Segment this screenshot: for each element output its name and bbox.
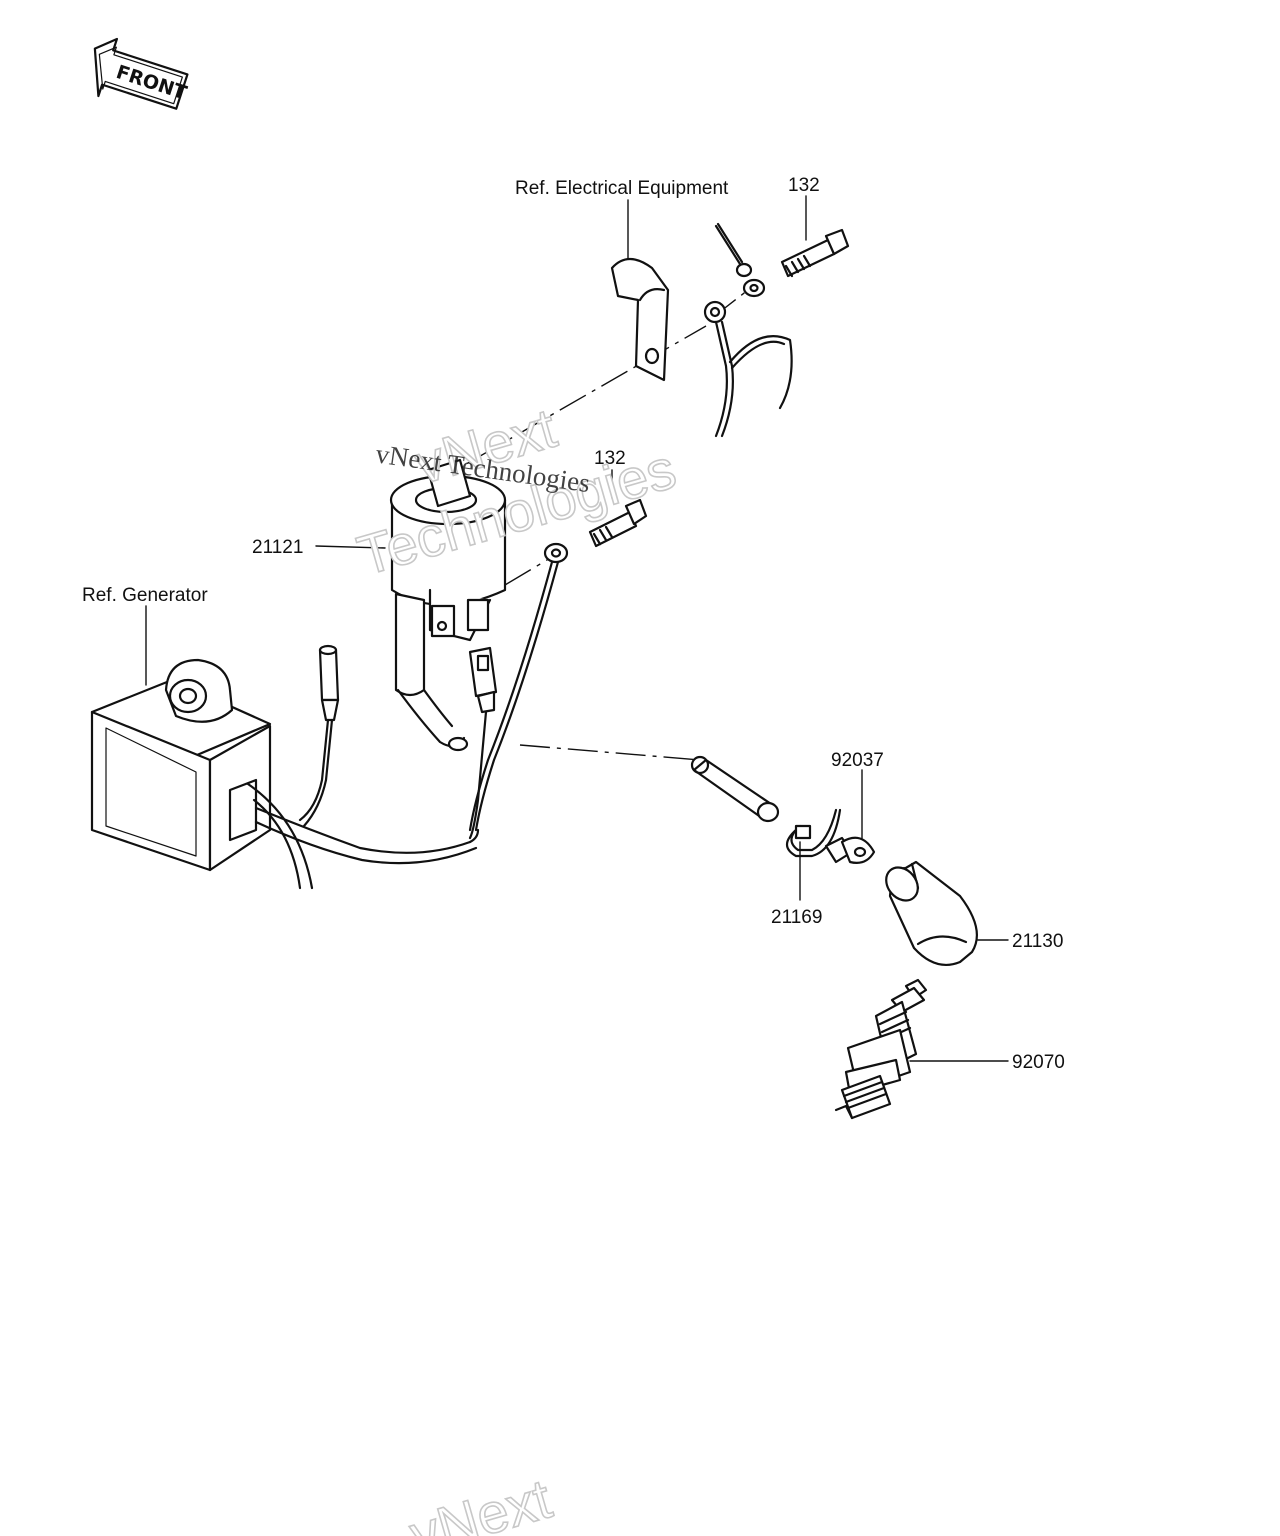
watermark-bottom: vNext bbox=[402, 1466, 559, 1536]
bolt-132-top bbox=[780, 228, 850, 278]
cdi-unit-generator bbox=[90, 658, 480, 890]
label-ref-generator: Ref. Generator bbox=[82, 585, 208, 606]
ground-wire-terminal bbox=[714, 222, 753, 278]
leader-lines bbox=[145, 195, 1009, 1062]
label-part-21121: 21121 bbox=[252, 537, 303, 558]
watermark-bottom-text: vNext bbox=[403, 1466, 558, 1536]
label-part-132-mid: 132 bbox=[594, 448, 626, 469]
front-arrow-badge: FRONT bbox=[93, 37, 189, 110]
ring-terminal-wire bbox=[703, 300, 793, 438]
clamp-21169 bbox=[785, 808, 842, 858]
label-part-92037: 92037 bbox=[831, 750, 884, 771]
bullet-connector-left bbox=[298, 644, 340, 828]
terminal-92037 bbox=[824, 836, 876, 864]
ring-terminal-mid bbox=[468, 542, 569, 832]
label-part-21130: 21130 bbox=[1012, 931, 1063, 952]
spark-plug-92070 bbox=[834, 978, 928, 1120]
flat-connector-right bbox=[468, 646, 498, 840]
label-part-21169: 21169 bbox=[771, 907, 822, 928]
ignition-coil-21121 bbox=[389, 458, 507, 752]
label-part-92070: 92070 bbox=[1012, 1052, 1065, 1073]
callout-labels: Ref. Electrical Equipment 132 132 21121 … bbox=[82, 175, 1065, 1073]
washer-top bbox=[742, 278, 766, 298]
mounting-bracket bbox=[610, 257, 670, 382]
high-tension-lead bbox=[690, 755, 780, 823]
plug-cap-21130 bbox=[885, 860, 978, 966]
label-ref-electrical-equipment: Ref. Electrical Equipment bbox=[515, 178, 729, 199]
bolt-132-mid bbox=[588, 498, 648, 548]
label-part-132-top: 132 bbox=[788, 175, 820, 196]
